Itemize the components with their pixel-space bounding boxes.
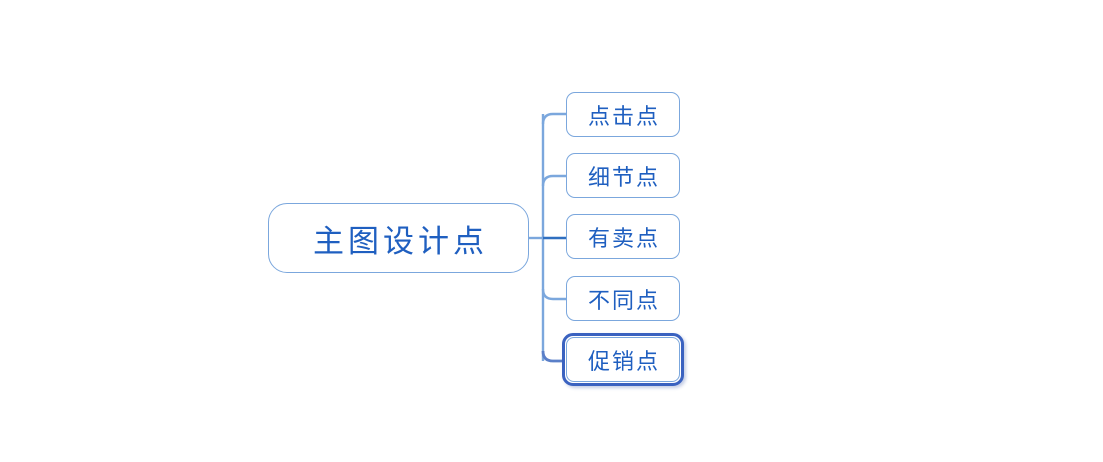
root-node[interactable]: 主图设计点 [268,203,529,273]
child-node-click-points[interactable]: 点击点 [566,92,680,137]
child-node-detail-points[interactable]: 细节点 [566,153,680,198]
child-node-difference-points[interactable]: 不同点 [566,276,680,321]
child-node-label: 不同点 [587,288,660,314]
child-node-promotion-points-selected[interactable]: 促销点 [562,333,684,386]
child-node-label: 细节点 [587,165,660,191]
child-node-label: 点击点 [587,104,660,130]
root-node-label: 主图设计点 [313,223,488,260]
child-node-selling-points[interactable]: 有卖点 [566,214,680,259]
connector-branch-3 [541,288,566,301]
connector-branch-1 [541,174,566,187]
connector-branch-0 [541,112,566,125]
connector-branch-4 [541,350,566,363]
child-node-label: 促销点 [587,349,660,375]
child-node-promotion-points-inner: 促销点 [566,337,680,382]
child-node-label: 有卖点 [587,226,660,252]
